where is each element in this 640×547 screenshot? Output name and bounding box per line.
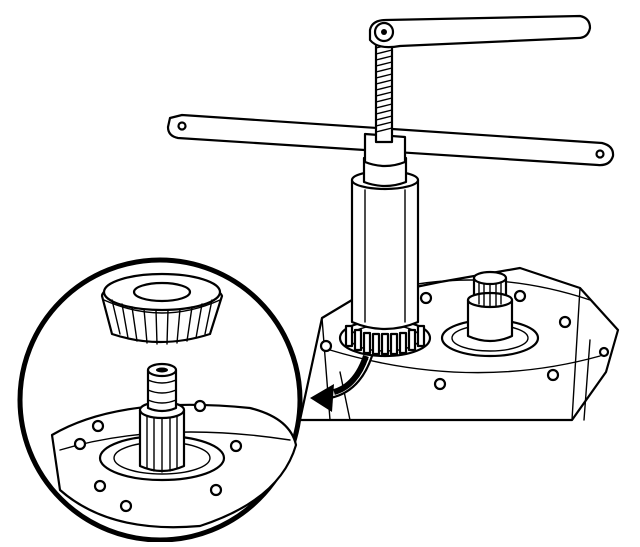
detail-contents — [50, 272, 298, 529]
seated-bearing-rollers — [344, 324, 426, 356]
puller-sleeve — [350, 156, 420, 331]
tapered-roller-bearing — [100, 272, 224, 345]
threaded-spindle — [374, 38, 394, 144]
splined-shaft — [138, 362, 186, 473]
housing-bolt-holes — [319, 289, 610, 391]
callout-arrow — [310, 354, 374, 412]
housing-bearing-bore — [338, 318, 432, 358]
second-shaft — [440, 270, 540, 358]
t-handle — [368, 14, 592, 49]
